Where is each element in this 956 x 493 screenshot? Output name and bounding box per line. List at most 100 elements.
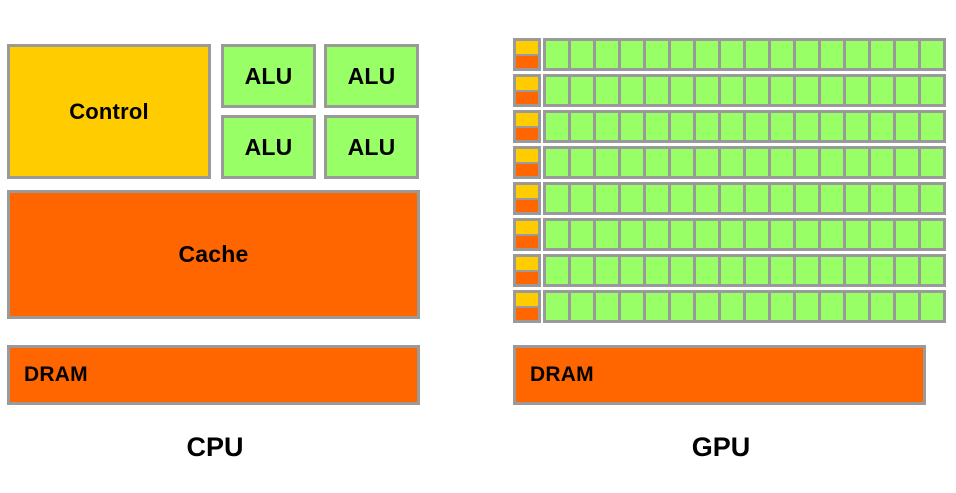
gpu-alu-cell <box>896 185 918 212</box>
gpu-alu-cell <box>571 221 593 248</box>
gpu-alu-cell <box>796 257 818 284</box>
gpu-cache-block <box>516 125 538 140</box>
gpu-cache-block <box>516 53 538 68</box>
gpu-alu-strip <box>543 38 946 71</box>
gpu-alu-cell <box>596 221 618 248</box>
gpu-alu-cell <box>721 149 743 176</box>
gpu-alu-cell <box>671 257 693 284</box>
gpu-alu-cell <box>871 185 893 212</box>
gpu-alu-cell <box>721 221 743 248</box>
gpu-alu-cell <box>596 77 618 104</box>
gpu-alu-cell <box>921 77 943 104</box>
gpu-alu-cell <box>746 185 768 212</box>
gpu-alu-cell <box>671 221 693 248</box>
gpu-alu-cell <box>871 149 893 176</box>
gpu-alu-cell <box>546 257 568 284</box>
gpu-alu-strip <box>543 110 946 143</box>
gpu-alu-cell <box>571 41 593 68</box>
cpu-alu-block: ALU <box>221 44 316 108</box>
gpu-alu-cell <box>771 293 793 320</box>
gpu-alu-cell <box>571 149 593 176</box>
gpu-alu-cell <box>646 293 668 320</box>
gpu-alu-cell <box>796 113 818 140</box>
gpu-alu-cell <box>646 257 668 284</box>
gpu-cache-block <box>516 233 538 248</box>
gpu-alu-cell <box>671 149 693 176</box>
gpu-alu-cell <box>671 185 693 212</box>
gpu-alu-cell <box>796 293 818 320</box>
cpu-panel: Control ALU ALU ALU ALU Cache DRAM CPU <box>0 0 440 493</box>
gpu-alu-cell <box>571 293 593 320</box>
gpu-alu-cell <box>771 41 793 68</box>
gpu-alu-cell <box>696 41 718 68</box>
gpu-alu-cell <box>796 185 818 212</box>
gpu-alu-cell <box>896 257 918 284</box>
gpu-alu-cell <box>621 113 643 140</box>
gpu-alu-cell <box>746 113 768 140</box>
gpu-alu-strip <box>543 182 946 215</box>
gpu-alu-cell <box>546 293 568 320</box>
gpu-alu-cell <box>921 257 943 284</box>
gpu-alu-strip <box>543 254 946 287</box>
gpu-alu-cell <box>846 221 868 248</box>
gpu-alu-cell <box>921 221 943 248</box>
gpu-alu-cell <box>796 41 818 68</box>
gpu-alu-cell <box>821 77 843 104</box>
gpu-alu-cell <box>571 257 593 284</box>
gpu-alu-cell <box>596 293 618 320</box>
gpu-alu-cell <box>596 41 618 68</box>
gpu-alu-cell <box>621 77 643 104</box>
gpu-alu-cell <box>846 113 868 140</box>
gpu-alu-cell <box>746 149 768 176</box>
gpu-alu-cell <box>821 257 843 284</box>
gpu-alu-cell <box>721 77 743 104</box>
gpu-alu-cell <box>896 77 918 104</box>
gpu-alu-cell <box>746 221 768 248</box>
gpu-alu-cell <box>546 77 568 104</box>
gpu-alu-cell <box>871 257 893 284</box>
cpu-alu-block: ALU <box>324 115 419 179</box>
gpu-alu-cell <box>546 149 568 176</box>
gpu-alu-cell <box>646 185 668 212</box>
cpu-control-block: Control <box>7 44 211 179</box>
gpu-alu-cell <box>771 77 793 104</box>
gpu-alu-cell <box>721 41 743 68</box>
gpu-alu-cell <box>846 293 868 320</box>
gpu-alu-strip <box>543 218 946 251</box>
gpu-alu-cell <box>621 293 643 320</box>
gpu-control-stack <box>513 146 541 179</box>
gpu-alu-cell <box>871 221 893 248</box>
gpu-cache-block <box>516 161 538 176</box>
gpu-alu-cell <box>646 149 668 176</box>
gpu-alu-cell <box>846 77 868 104</box>
gpu-alu-cell <box>671 77 693 104</box>
gpu-alu-cell <box>646 113 668 140</box>
gpu-alu-cell <box>796 77 818 104</box>
gpu-caption: GPU <box>691 432 751 462</box>
gpu-alu-cell <box>821 293 843 320</box>
gpu-alu-cell <box>846 149 868 176</box>
gpu-alu-strip <box>543 74 946 107</box>
gpu-alu-cell <box>696 293 718 320</box>
gpu-alu-cell <box>571 185 593 212</box>
gpu-control-stack <box>513 38 541 71</box>
gpu-alu-cell <box>821 113 843 140</box>
gpu-control-stack <box>513 74 541 107</box>
gpu-alu-cell <box>921 293 943 320</box>
gpu-alu-cell <box>546 221 568 248</box>
gpu-alu-cell <box>771 257 793 284</box>
gpu-alu-cell <box>846 185 868 212</box>
gpu-alu-cell <box>796 221 818 248</box>
gpu-alu-cell <box>921 113 943 140</box>
gpu-alu-cell <box>871 293 893 320</box>
gpu-control-block <box>516 113 538 126</box>
gpu-control-stack <box>513 290 541 323</box>
gpu-dram-block: DRAM <box>513 345 926 405</box>
gpu-alu-cell <box>821 41 843 68</box>
gpu-alu-cell <box>621 221 643 248</box>
gpu-alu-cell <box>646 41 668 68</box>
gpu-alu-cell <box>896 149 918 176</box>
gpu-control-stack <box>513 218 541 251</box>
